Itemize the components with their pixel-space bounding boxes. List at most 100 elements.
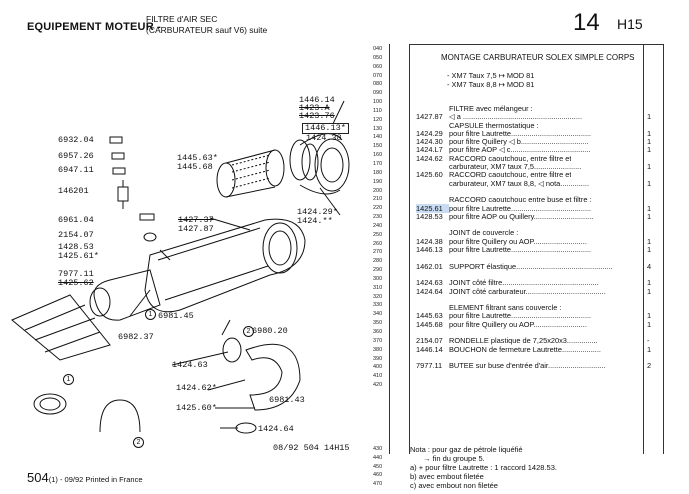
footer: 504(1) - 09/92 Printed in France: [27, 470, 143, 485]
part-description: JOINT côté filtre.......................…: [449, 278, 599, 288]
parts-list: FILTRE avec mélangeur :1427.87◁ a ......…: [416, 104, 686, 370]
line-number: 100: [373, 99, 383, 106]
line-number: 380: [373, 346, 383, 353]
exploded-diagram: [11, 100, 350, 434]
part-quantity: 1: [647, 286, 652, 296]
callout-1-a: 1: [145, 309, 156, 320]
label-6982-37: 6982.37: [118, 332, 154, 342]
line-number: 180: [373, 169, 383, 176]
parts-title: MONTAGE CARBURATEUR SOLEX SIMPLE CORPS: [441, 53, 635, 62]
line-number: 080: [373, 81, 383, 88]
line-number: 130: [373, 125, 383, 132]
footer-model: 504: [27, 470, 49, 485]
clamp-2-drawing: [99, 399, 141, 433]
label-6981-45: 6981.45: [158, 311, 194, 321]
part-row: [416, 220, 686, 228]
callout-1-b: 1: [63, 374, 74, 385]
part-description: pour filtre AOP ou Quillery.............…: [449, 211, 594, 221]
part-description: RACCORD caoutchouc, entre filtre et: [449, 170, 572, 180]
label-6957-26: 6957.26: [58, 151, 94, 161]
label-1446-14: 1446.14: [299, 95, 335, 105]
line-number: 190: [373, 178, 383, 185]
line-number: 120: [373, 116, 383, 123]
part-description: pour filtre Quillery ◁ b................…: [449, 137, 589, 147]
rubber-hose-drawing: [245, 343, 301, 411]
label-1424-29: 1424.29*: [297, 207, 338, 217]
part-row: [416, 187, 686, 195]
line-number: 420: [373, 382, 383, 389]
label-1424-64: 1424.64: [258, 424, 294, 434]
line-number: 110: [373, 107, 382, 114]
part-row: RACCORD caoutchouc entre buse et filtre …: [416, 195, 686, 204]
part-quantity: 1: [647, 145, 652, 155]
divider-top: [409, 44, 664, 45]
clip-6932-drawing: [109, 136, 123, 144]
label-1425-62: 1425.62: [58, 278, 94, 288]
label-7977-11: 7977.11: [58, 269, 94, 279]
part-quantity: 1: [647, 319, 652, 329]
part-description: carburateur, XM7 taux 8,8, ◁ nota.......…: [449, 178, 590, 188]
callout-2-a: 2: [243, 326, 254, 337]
label-1424-63: 1424.63: [172, 360, 208, 370]
page-code: H15: [617, 16, 643, 32]
note-line-4: b) avec embout filetée: [410, 472, 484, 481]
line-number: 370: [373, 337, 383, 344]
part-quantity: 4: [647, 261, 652, 271]
part-reference: 1445.63: [416, 311, 443, 321]
label-1423-76: 1423.76: [299, 111, 335, 121]
label-6981-43: 6981.43: [269, 395, 305, 405]
line-number: 280: [373, 258, 383, 265]
part-row: FILTRE avec mélangeur :: [416, 104, 686, 113]
part-row: [416, 328, 686, 336]
part-row: carburateur, XM7 taux 7,5...............…: [416, 162, 686, 171]
line-number: 090: [373, 90, 383, 97]
label-1427-87: 1427.87: [178, 224, 214, 234]
label-1445-68: 1445.68: [177, 162, 213, 172]
part-reference: 1425.60: [416, 170, 443, 180]
model-line-1: - XM7 Taux 7,5 ↦ MOD 81: [447, 71, 535, 80]
label-1425-60: 1425.60*: [176, 403, 217, 413]
part-description: pour filtre AOP ◁ c.....................…: [449, 145, 591, 155]
label-6932-04: 6932.04: [58, 135, 94, 145]
part-quantity: 1: [647, 137, 652, 147]
part-reference: 1424.62: [416, 153, 443, 163]
label-1446-13: 1446.13*: [302, 123, 349, 134]
part-reference: 1446.14: [416, 344, 443, 354]
part-reference: 1424.30: [416, 137, 443, 147]
part-description: RACCORD caoutchouc, entre filtre et: [449, 153, 572, 163]
line-number: 320: [373, 293, 383, 300]
line-number: 220: [373, 205, 383, 212]
label-1427-37: 1427.37: [178, 215, 214, 225]
label-6961-04: 6961.04: [58, 215, 94, 225]
callout-2-b: 2: [133, 437, 144, 448]
line-number: 170: [373, 160, 383, 167]
part-row: JOINT de couvercle :: [416, 228, 686, 238]
line-number: 360: [373, 329, 383, 335]
line-number: 060: [373, 63, 383, 70]
model-line-2: - XM7 Taux 8,8 ↦ MOD 81: [447, 80, 535, 89]
part-description: JOINT de couvercle :: [449, 228, 519, 238]
part-quantity: 1: [647, 128, 652, 138]
line-number: 330: [373, 302, 383, 309]
part-description: SUPPORT élastique.......................…: [449, 261, 613, 271]
label-1425-61: 1425.61*: [58, 251, 99, 261]
page-number: 14: [573, 9, 600, 36]
part-row: [416, 353, 686, 361]
part-reference: 1445.68: [416, 319, 443, 329]
divider-line-numbers-left: [389, 44, 390, 454]
subtitle-line1: FILTRE d'AIR SEC: [146, 14, 218, 24]
part-row: [416, 295, 686, 303]
line-number: 270: [373, 249, 383, 256]
line-number: 460: [373, 472, 383, 479]
line-number: 400: [373, 364, 383, 371]
line-number: 350: [373, 320, 383, 327]
